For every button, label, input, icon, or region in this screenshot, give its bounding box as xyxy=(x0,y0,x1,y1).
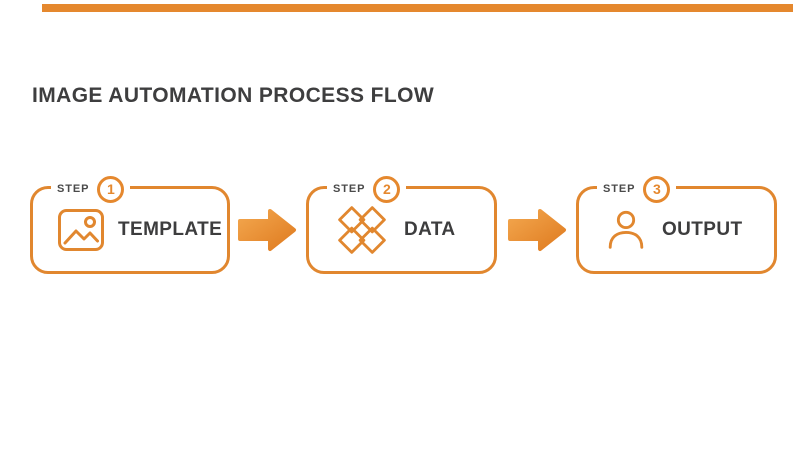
person-icon xyxy=(608,210,644,249)
diamonds-icon xyxy=(338,206,386,254)
step-number-badge: 2 xyxy=(373,175,401,203)
step-card-data[interactable]: STEP 2 DATA xyxy=(306,175,497,274)
step-number-badge: 3 xyxy=(643,175,671,203)
step-card-output[interactable]: STEP 3 OUTPUT xyxy=(576,175,777,274)
step-name: TEMPLATE xyxy=(118,219,223,240)
step-tab: STEP 2 xyxy=(327,175,407,203)
step-tab: STEP 3 xyxy=(597,175,677,203)
image-icon xyxy=(58,209,104,251)
step-label: STEP xyxy=(57,183,90,195)
top-accent-bar xyxy=(42,4,793,12)
step-number-badge: 1 xyxy=(97,175,125,203)
step-label: STEP xyxy=(603,183,636,195)
arrow-right-icon xyxy=(508,209,566,251)
step-name: DATA xyxy=(404,219,456,240)
arrow-right-icon xyxy=(238,209,296,251)
step-tab: STEP 1 xyxy=(51,175,131,203)
step-label: STEP xyxy=(333,183,366,195)
step-card-template[interactable]: STEP 1 TEMPLATE xyxy=(30,175,230,274)
page-title: IMAGE AUTOMATION PROCESS FLOW xyxy=(32,84,435,107)
step-name: OUTPUT xyxy=(662,219,743,240)
